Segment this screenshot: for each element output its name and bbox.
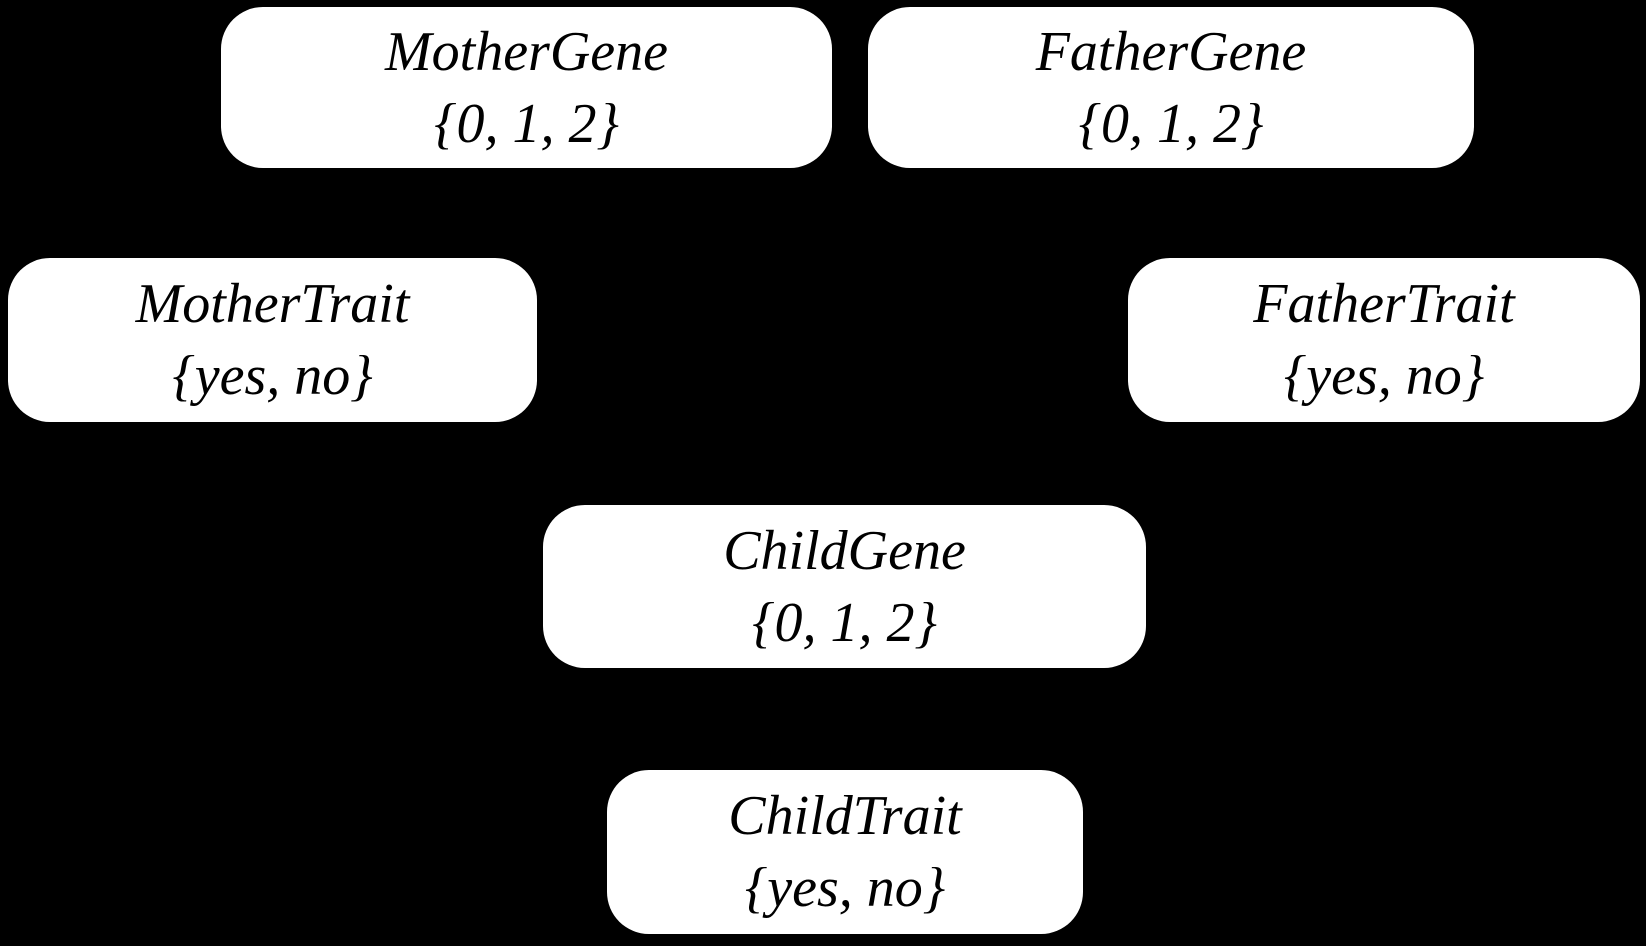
node-child-gene-values: {0, 1, 2} — [752, 591, 937, 654]
node-father-gene-label: FatherGene — [1035, 20, 1307, 83]
node-father-trait-values: {yes, no} — [1283, 345, 1485, 407]
node-child-gene: ChildGene {0, 1, 2} — [543, 505, 1146, 668]
node-child-trait: ChildTrait {yes, no} — [607, 770, 1083, 934]
node-father-trait-label: FatherTrait — [1253, 273, 1515, 335]
node-mother-trait: MotherTrait {yes, no} — [8, 258, 537, 422]
node-father-trait: FatherTrait {yes, no} — [1128, 258, 1640, 422]
node-mother-gene: MotherGene {0, 1, 2} — [221, 7, 832, 168]
node-child-trait-label: ChildTrait — [728, 785, 962, 847]
node-father-gene: FatherGene {0, 1, 2} — [868, 7, 1474, 168]
node-mother-gene-values: {0, 1, 2} — [434, 92, 619, 155]
node-mother-trait-label: MotherTrait — [135, 273, 410, 335]
node-mother-trait-values: {yes, no} — [172, 345, 373, 407]
node-child-trait-values: {yes, no} — [744, 857, 946, 919]
node-mother-gene-label: MotherGene — [384, 20, 668, 83]
node-child-gene-label: ChildGene — [723, 519, 966, 582]
node-father-gene-values: {0, 1, 2} — [1078, 92, 1264, 155]
